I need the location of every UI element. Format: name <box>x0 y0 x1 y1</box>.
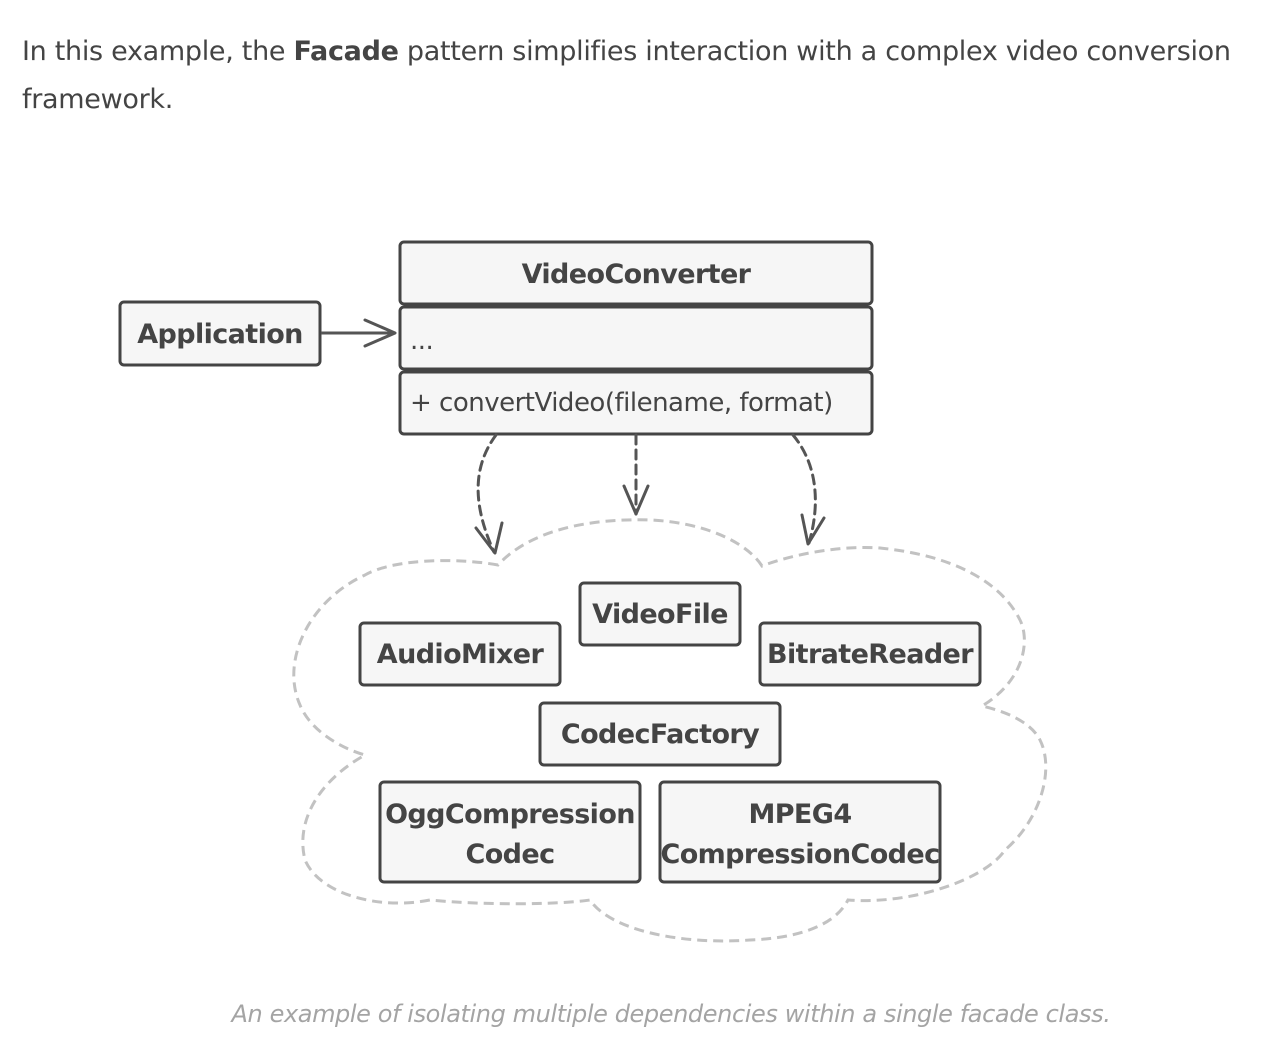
association-arrow <box>321 318 397 348</box>
dependency-arrows <box>474 433 826 555</box>
ogg-codec-label-line2: Codec <box>465 839 554 870</box>
intro-emphasis: Facade <box>293 36 399 67</box>
intro-after: pattern simplifies interaction with a co… <box>22 36 1231 115</box>
video-converter-name: VideoConverter <box>522 259 752 290</box>
dependency-arrowhead-left <box>474 521 504 555</box>
intro-paragraph: In this example, the Facade pattern simp… <box>22 28 1252 124</box>
video-converter-method: + convertVideo(filename, format) <box>410 388 833 418</box>
subsystem-cloud <box>292 518 1048 943</box>
video-file-label: VideoFile <box>592 599 728 630</box>
audio-mixer-box: AudioMixer <box>358 621 562 687</box>
application-label: Application <box>137 319 303 350</box>
codec-factory-label: CodecFactory <box>561 719 760 750</box>
ogg-codec-box: OggCompression Codec <box>378 780 642 884</box>
video-converter-class: VideoConverter ... + convertVideo(filena… <box>398 240 874 436</box>
dependency-arrow-left <box>476 433 498 554</box>
mpeg4-codec-label-line2: CompressionCodec <box>660 839 939 870</box>
dependency-arrowhead-right <box>800 513 826 546</box>
codec-factory-box: CodecFactory <box>538 701 782 767</box>
video-file-box: VideoFile <box>578 581 742 647</box>
audio-mixer-label: AudioMixer <box>377 639 545 670</box>
video-converter-fields: ... <box>410 326 433 356</box>
ogg-codec-label-line1: OggCompression <box>385 799 635 830</box>
bitrate-reader-box: BitrateReader <box>758 621 982 687</box>
mpeg4-codec-box: MPEG4 CompressionCodec <box>658 780 942 884</box>
application-box: Application <box>118 300 322 367</box>
intro-before: In this example, the <box>22 36 294 67</box>
bitrate-reader-label: BitrateReader <box>767 639 974 670</box>
mpeg4-codec-label-line1: MPEG4 <box>748 799 851 830</box>
dependency-arrowhead-center <box>622 484 650 516</box>
figure-caption: An example of isolating multiple depende… <box>231 1000 1111 1028</box>
